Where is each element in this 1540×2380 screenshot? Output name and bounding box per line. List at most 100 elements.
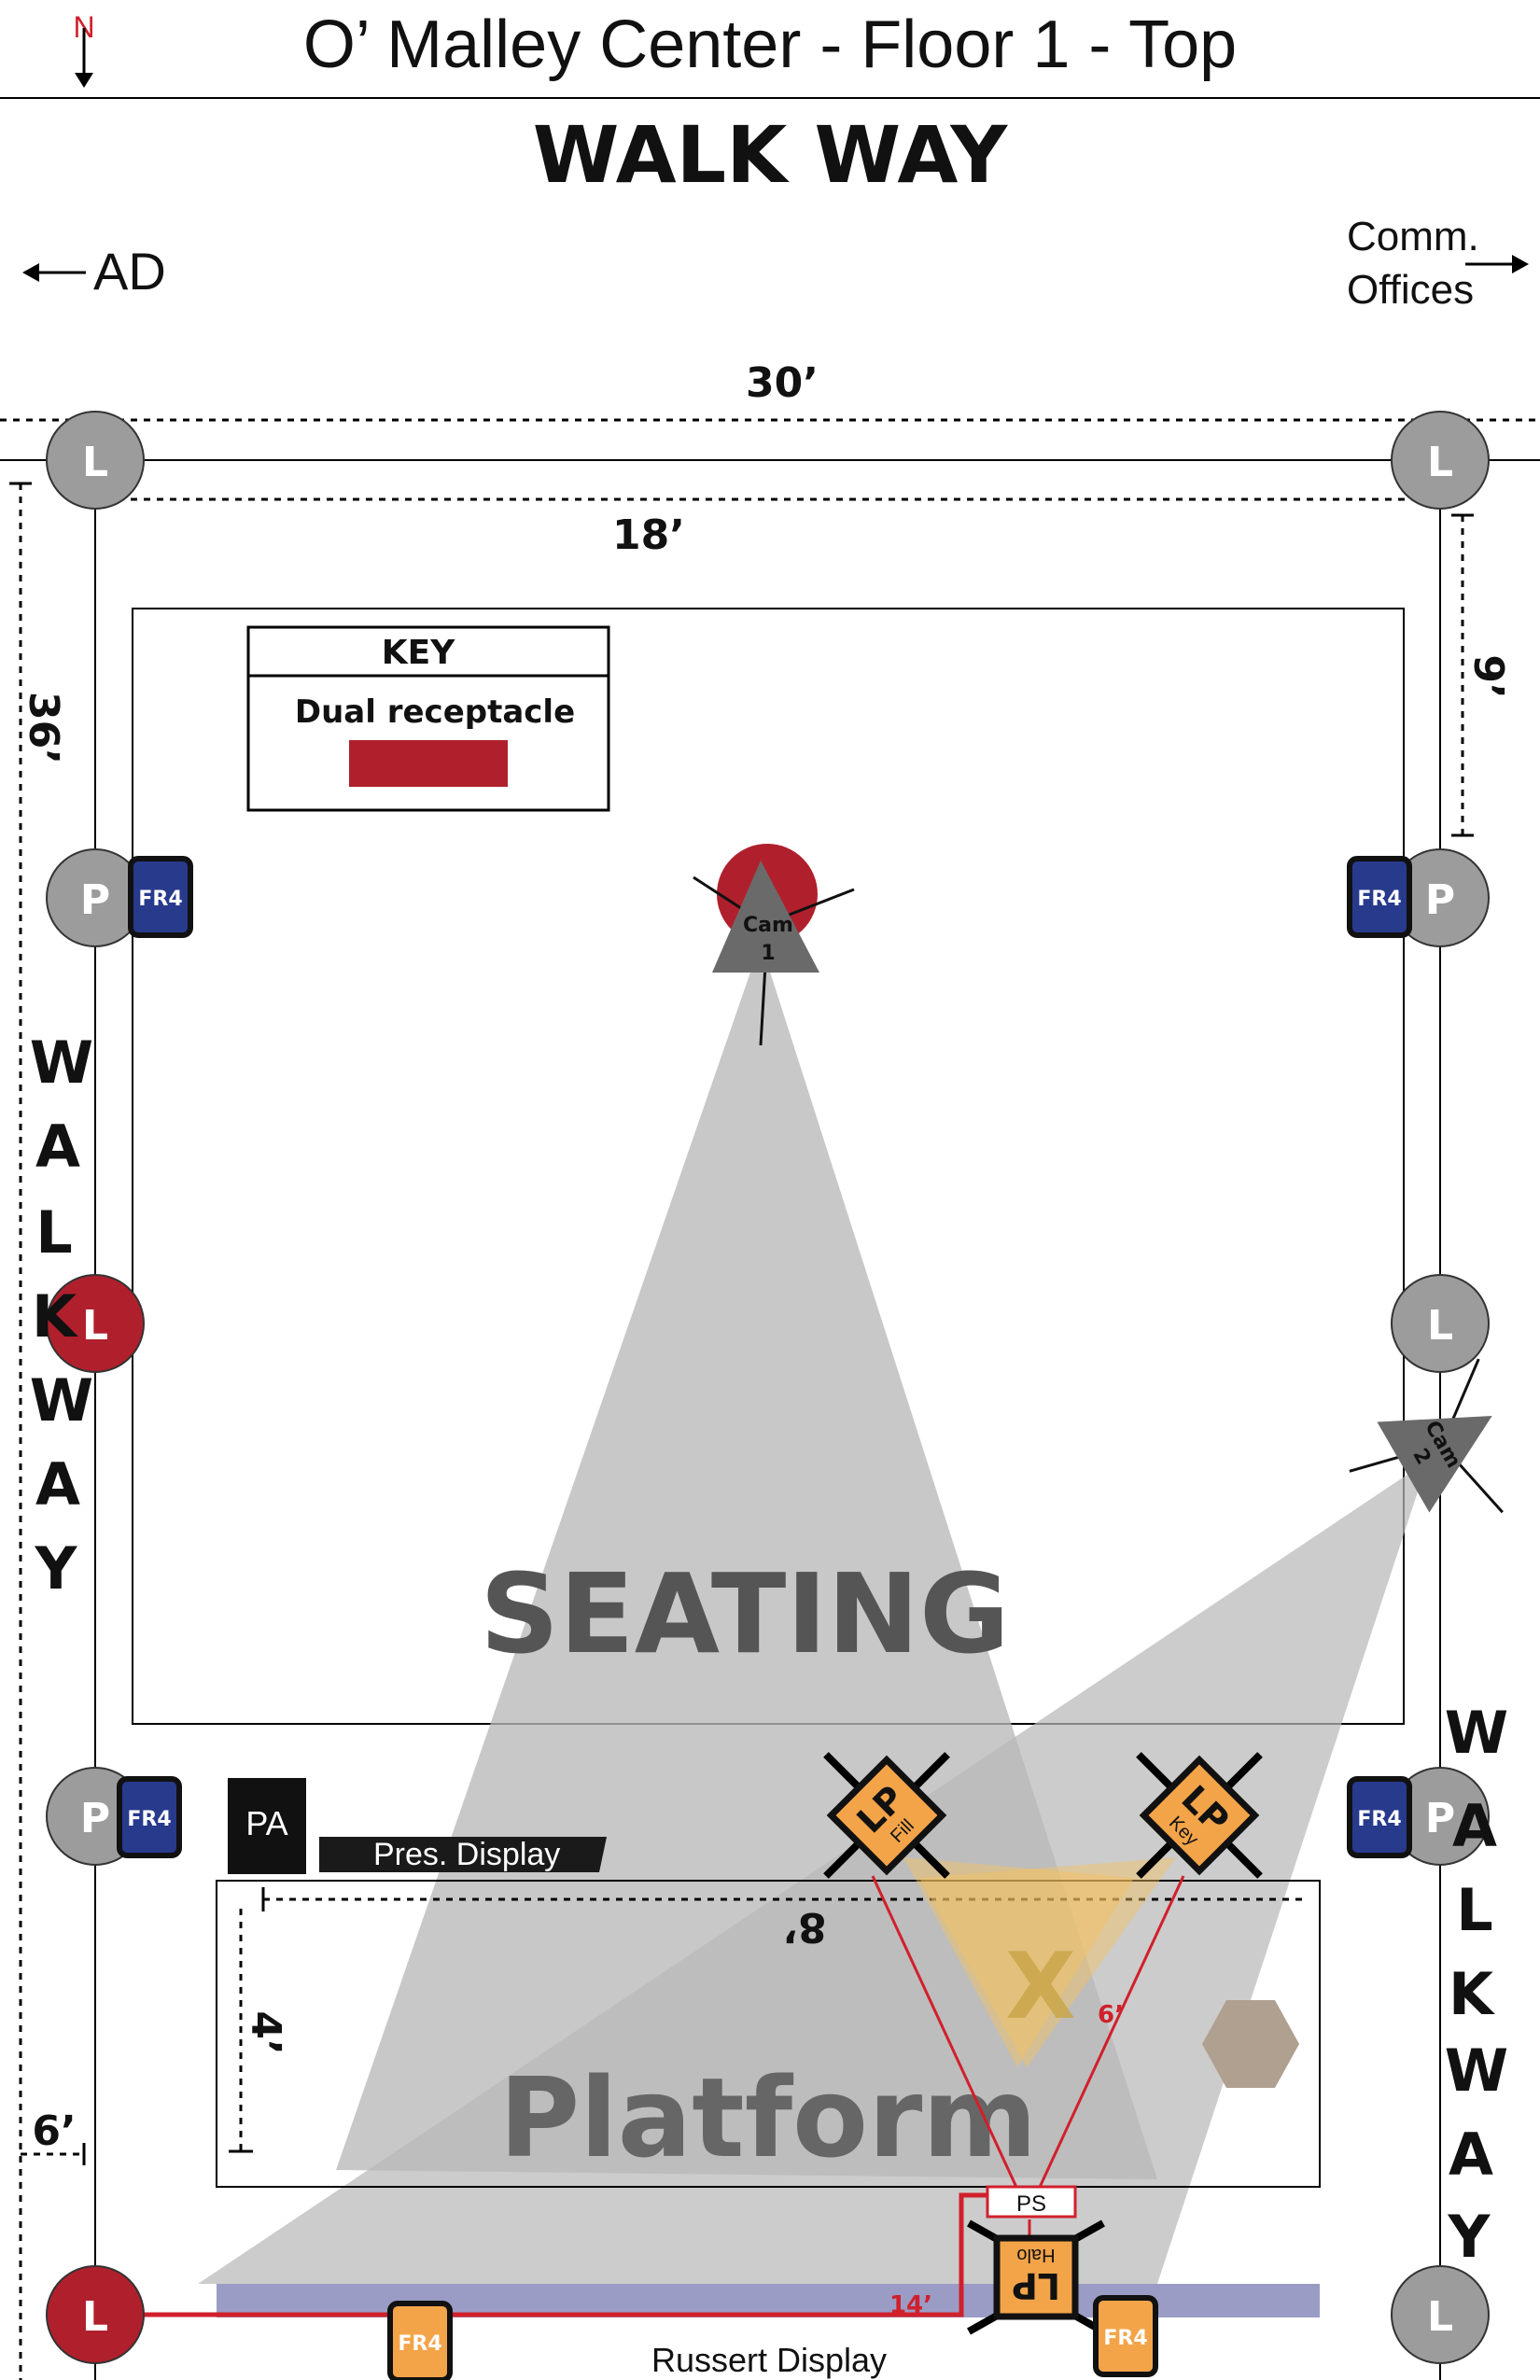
key-light-body [1139,1755,1260,1876]
svg-text:P: P [1425,1795,1455,1842]
fr4-lower-right: FR4 [1347,1776,1412,1858]
key-light-beam [919,1857,1176,2067]
dim-right-upper: 9’ [1464,654,1512,698]
dim-top-inner: 18’ [612,511,685,559]
halo-light-code: LP [1012,2265,1060,2306]
camera-1-body [712,861,819,973]
pillar-upper-right: P [1391,848,1490,947]
walkway-right-letter: Y [1448,2203,1491,2271]
dim-platform-width: 8’ [782,1903,826,1951]
walkway-right: W A L K W A Y [1445,1699,1508,2271]
pa-speaker [228,1778,306,1874]
dim-left-lower: 6’ [32,2107,76,2155]
walkway-right-letter: A [1452,1792,1497,1860]
svg-text:P: P [80,1795,110,1842]
svg-text:FR4: FR4 [1357,888,1401,911]
fr4-bottom-left: FR4 [387,2301,453,2380]
fill-light-stand-leg [823,1752,862,1791]
dim-left-outer: 36’ [20,692,67,764]
page-title: O’ Malley Center - Floor 1 - Top [303,7,1237,82]
walkway-top-label: WALK WAY [533,109,1009,201]
camera-1-label-line1: Cam [743,914,793,937]
fr4-upper-left: FR4 [128,856,193,938]
hexagon-object [1202,2000,1299,2088]
halo-light-body [993,2234,1079,2320]
russert-display-label: Russert Display [651,2341,887,2379]
camera-2-body [1377,1416,1492,1513]
svg-text:FR4: FR4 [138,888,182,911]
cable-key-to-ps [1034,1875,1185,2196]
key-light[interactable]: LP Key [1078,1694,1321,1937]
subject-mark: X [1005,1934,1076,2040]
nav-left-arrowhead [22,263,39,282]
pillar-bottom-right: L [1391,2265,1490,2364]
cable-ps-to-outlet [93,2192,987,2317]
nav-right-arrowhead [1512,255,1529,273]
fill-light[interactable]: LP Fill [765,1694,1008,1937]
key-light-stand-leg [1136,1752,1175,1791]
dim-cable-right: 6’ [1098,2001,1124,2029]
walkway-left-letter: A [35,1450,80,1519]
svg-text:L: L [1427,2293,1453,2341]
platform-area [216,1880,1321,2188]
walkway-right-letter: A [1449,2121,1493,2189]
camera-1[interactable]: L Cam 1 [693,844,855,1046]
walkway-left: W A L K W A Y [30,1029,93,1603]
platform-label: Platform [499,2053,1038,2182]
cam2-view-cone [198,1461,1428,2284]
svg-text:L: L [1427,439,1453,486]
fill-light-stand-leg [911,1752,950,1791]
pres-display-label: Pres. Display [373,1837,560,1872]
north-arrowhead [75,73,93,88]
walkway-right-letter: K [1449,1960,1495,2028]
walkway-left-letter: W [30,1029,93,1097]
svg-text:P: P [1425,876,1455,924]
key-light-stand-leg [1224,1752,1263,1791]
power-strip [986,2185,1077,2219]
fr4-upper-right: FR4 [1347,856,1412,938]
pillar-mid-right: L [1391,1274,1490,1373]
halo-light[interactable]: LP Halo [967,2219,1105,2335]
svg-text:L: L [1427,1302,1453,1350]
seating-label: SEATING [480,1549,1010,1678]
dim-cable-bottom: 14’ [889,2291,932,2319]
camera-1-label-line2: 1 [761,942,775,965]
fill-light-stand-leg [823,1840,862,1879]
halo-light-sub: Halo [1016,2245,1055,2265]
svg-text:FR4: FR4 [127,1808,171,1831]
key-light-stand-leg [1136,1840,1175,1879]
svg-text:FR4: FR4 [398,2332,441,2356]
pillar-mid-left-receptacle: L [46,1274,145,1373]
dim-top-outer: 30’ [746,359,819,407]
nav-right-label-line1: Comm. [1347,214,1479,259]
walkway-right-letter: W [1445,2037,1508,2105]
pillar-upper-left: P [46,848,145,947]
pillar-bottom-left-receptacle: L [46,2265,145,2364]
cable-fill-to-ps [871,1875,1022,2196]
walkway-left-letter: Y [35,1534,78,1603]
nav-right-label-line2: Offices [1347,267,1474,313]
nav-left-label: AD [93,242,166,301]
legend-swatch-dual-receptacle [349,740,508,787]
svg-text:L: L [82,439,108,486]
legend-title: KEY [382,634,455,672]
fr4-bottom-right: FR4 [1093,2295,1158,2377]
fr4-lower-left: FR4 [117,1776,182,1858]
legend-key: KEY Dual receptacle [246,625,610,812]
svg-text:L: L [82,2293,108,2341]
key-light-stand-leg [1224,1840,1263,1879]
north-label: N [73,10,94,44]
dim-platform-depth: 4’ [242,2010,289,2054]
pres-display [319,1837,607,1872]
svg-text:FR4: FR4 [1103,2327,1147,2350]
walkway-left-letter: A [35,1113,80,1181]
pillar-top-right: L [1391,411,1490,510]
fill-light-beam [903,1857,1134,2067]
walkway-right-letter: L [1456,1876,1493,1944]
power-strip-label: PS [1016,2191,1046,2217]
svg-text:FR4: FR4 [1357,1808,1401,1831]
pa-label: PA [245,1804,287,1842]
walkway-right-letter: W [1445,1699,1508,1767]
walkway-left-letter: W [30,1366,93,1435]
camera-2[interactable]: Cam 2 [1333,1358,1540,1568]
